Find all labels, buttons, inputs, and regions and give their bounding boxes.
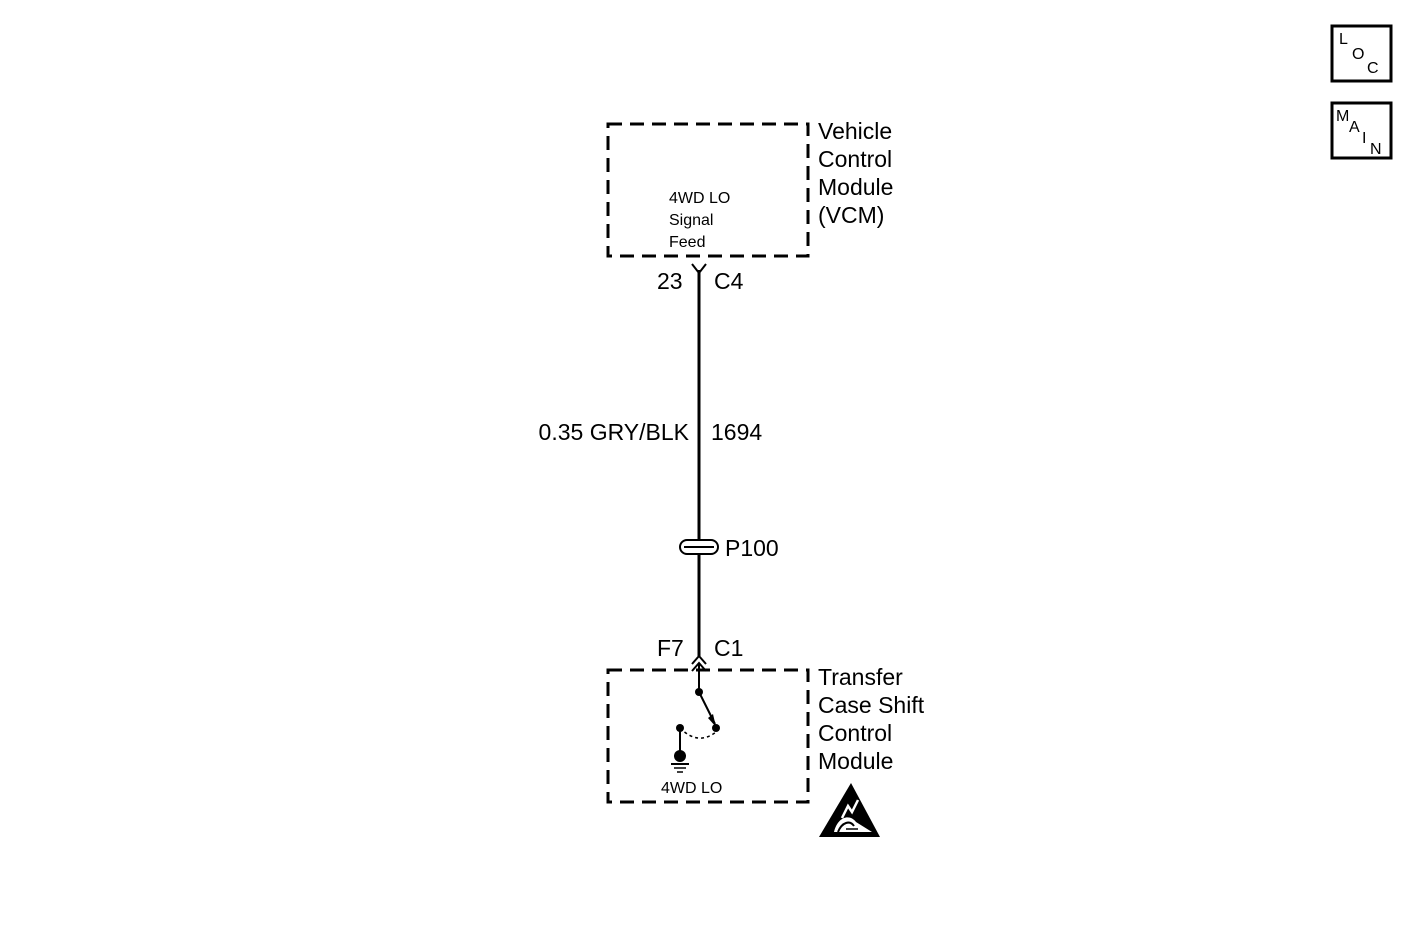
tcscm-connector-id: C1 xyxy=(714,635,743,661)
tcscm-name-line-4: Module xyxy=(818,748,893,774)
tcscm-name-line-1: Transfer xyxy=(818,664,903,690)
wire-circuit-number: 1694 xyxy=(711,419,762,445)
passthrough-connector-icon xyxy=(679,539,719,555)
vcm-name-line-2: Control xyxy=(818,146,892,172)
main-letter-n: N xyxy=(1370,141,1382,158)
wire-spec: 0.35 GRY/BLK xyxy=(539,419,690,445)
vcm-name-line-3: Module xyxy=(818,174,893,200)
ground-icon xyxy=(671,763,689,773)
vcm-name: Vehicle Control Module (VCM) xyxy=(818,118,893,228)
4wd-lo-switch-icon xyxy=(674,664,720,762)
vcm-connector-id: C4 xyxy=(714,268,744,294)
vcm-signal-label: 4WD LO Signal Feed xyxy=(669,190,730,251)
vcm-module-box xyxy=(606,122,810,258)
switch-label: 4WD LO xyxy=(661,780,722,797)
vcm-signal-line-1: 4WD LO xyxy=(669,190,730,207)
main-letter-m: M xyxy=(1336,108,1349,125)
loc-letter-c: C xyxy=(1367,60,1379,77)
loc-button[interactable]: L O C xyxy=(1330,24,1393,83)
vcm-name-line-4: (VCM) xyxy=(818,202,884,228)
tcscm-pin-number: F7 xyxy=(657,635,684,661)
loc-letter-o: O xyxy=(1352,46,1364,63)
main-letter-i: I xyxy=(1362,130,1366,147)
tcscm-module-box xyxy=(606,668,810,804)
vcm-name-line-1: Vehicle xyxy=(818,118,892,144)
tcscm-connector-terminal-icon xyxy=(691,654,707,672)
vcm-pin-number: 23 xyxy=(657,268,683,294)
loc-letter-l: L xyxy=(1339,31,1348,48)
main-letter-a: A xyxy=(1349,119,1360,136)
tcscm-name-line-3: Control xyxy=(818,720,892,746)
tcscm-name-line-2: Case Shift xyxy=(818,692,925,718)
esd-warning-icon xyxy=(819,783,880,837)
passthrough-label: P100 xyxy=(725,535,779,561)
vcm-signal-line-3: Feed xyxy=(669,234,705,251)
tcscm-name: Transfer Case Shift Control Module xyxy=(818,664,925,774)
vcm-signal-line-2: Signal xyxy=(669,212,713,229)
main-button[interactable]: M A I N xyxy=(1330,101,1393,160)
